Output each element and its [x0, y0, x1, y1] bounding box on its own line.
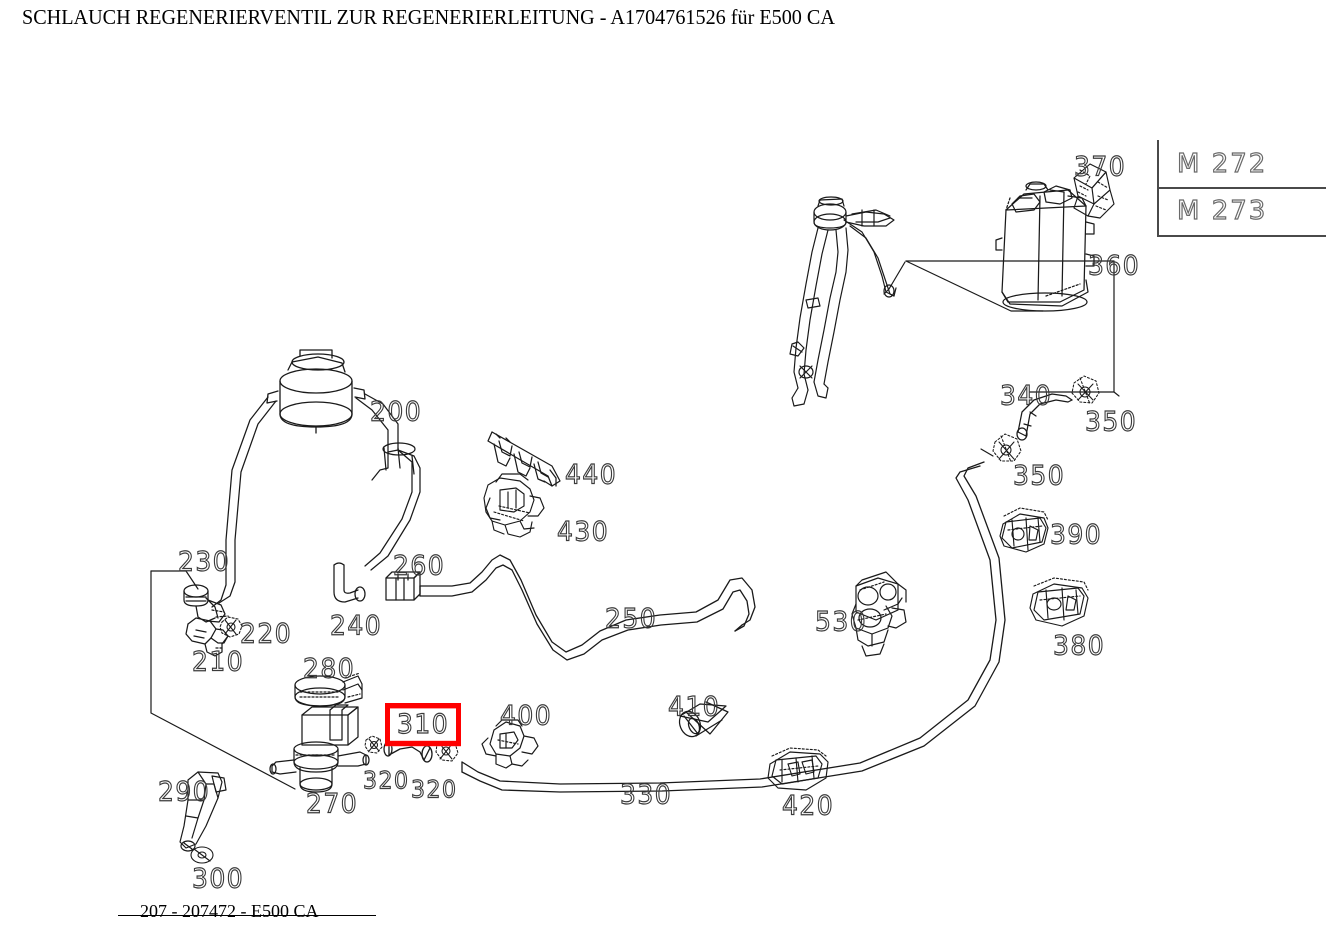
- callout-380: 380: [1052, 629, 1106, 662]
- callout-330: 330: [619, 778, 673, 811]
- callout-310-highlighted: 310: [385, 703, 462, 747]
- hose-left-200-230: [211, 396, 277, 608]
- component-220: [219, 616, 243, 638]
- title-bar: SCHLAUCH REGENERIERVENTIL ZUR REGENERIER…: [22, 5, 1312, 33]
- component-280: [294, 672, 363, 707]
- component-300: [190, 846, 214, 864]
- component-270: [269, 704, 370, 793]
- callout-400: 400: [499, 699, 553, 732]
- filler-vent-hose-assembly: [789, 196, 897, 407]
- component-380: [1029, 577, 1089, 627]
- footer-reference: 207 - 207472 - E500 CA: [140, 901, 319, 921]
- callout-350-upper: 350: [1084, 405, 1138, 438]
- callout-410: 410: [667, 690, 721, 723]
- component-400: [481, 719, 539, 769]
- engine-code-m272: M 272: [1176, 148, 1268, 179]
- component-440: [487, 431, 561, 487]
- component-390: [999, 507, 1049, 553]
- component-260: [385, 571, 421, 601]
- callout-210: 210: [191, 645, 245, 678]
- callout-420: 420: [781, 789, 835, 822]
- component-370: [1073, 163, 1115, 219]
- component-360: [995, 181, 1095, 312]
- component-320a: [364, 735, 383, 754]
- callout-300: 300: [191, 862, 245, 895]
- callout-240: 240: [329, 609, 383, 642]
- hose-right-200-260: [355, 393, 421, 571]
- engine-code-m273: M 273: [1176, 195, 1268, 226]
- callout-320-left: 320: [362, 767, 410, 795]
- callout-340: 340: [999, 379, 1053, 412]
- callout-290: 290: [157, 775, 211, 808]
- callout-360: 360: [1087, 249, 1141, 282]
- callout-230: 230: [177, 545, 231, 578]
- component-320b: [435, 738, 459, 762]
- leader-lines: [150, 260, 1120, 790]
- component-350b: [992, 433, 1022, 463]
- component-240: [333, 562, 366, 603]
- component-410: [678, 701, 729, 738]
- callout-250: 250: [604, 602, 658, 635]
- component-420: [767, 747, 829, 791]
- component-200: [266, 349, 366, 434]
- component-340-hose: [1016, 393, 1073, 441]
- page-title: SCHLAUCH REGENERIERVENTIL ZUR REGENERIER…: [22, 5, 835, 29]
- component-210: [185, 617, 229, 657]
- component-530: [851, 571, 907, 657]
- callout-390: 390: [1049, 518, 1103, 551]
- callout-430: 430: [556, 515, 610, 548]
- component-290: [179, 771, 227, 852]
- footer-rule: [118, 915, 376, 916]
- callout-270: 270: [305, 787, 359, 820]
- engine-variant-box: M 272 M 273: [1157, 140, 1326, 237]
- component-230: [183, 584, 229, 623]
- engine-box-middle-rule: [1157, 187, 1326, 189]
- callout-350-lower: 350: [1012, 459, 1066, 492]
- engine-box-bottom-rule: [1157, 235, 1326, 237]
- callout-220: 220: [239, 617, 293, 650]
- callout-440: 440: [564, 458, 618, 491]
- component-250-line: [419, 554, 756, 661]
- callout-320-right: 320: [410, 776, 458, 804]
- callout-280: 280: [302, 652, 356, 685]
- component-430: [483, 473, 545, 538]
- callout-530: 530: [814, 605, 868, 638]
- component-350a: [1071, 375, 1100, 405]
- footer: 207 - 207472 - E500 CA: [118, 901, 376, 927]
- callout-260: 260: [392, 549, 446, 582]
- callout-370: 370: [1073, 150, 1127, 183]
- callout-200: 200: [369, 395, 423, 428]
- component-330-line: [461, 461, 1006, 793]
